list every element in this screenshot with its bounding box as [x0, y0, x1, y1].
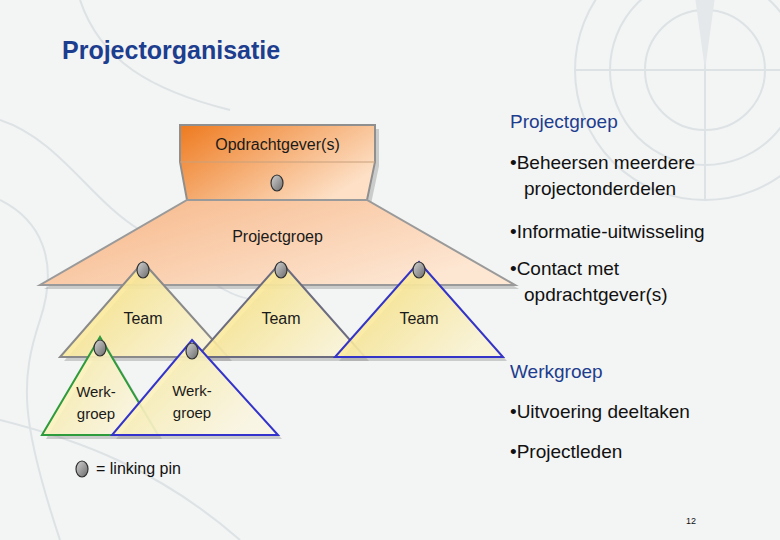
- bullet-item: •Informatie-uitwisseling: [510, 219, 772, 245]
- shape-body: [40, 200, 515, 285]
- linking-pin: [94, 340, 106, 356]
- linking-pin: [271, 175, 283, 191]
- shape-body: [180, 125, 375, 200]
- shape-body: [197, 262, 365, 357]
- label-wrap: •Projectleden: [510, 439, 772, 465]
- shape-body: [335, 262, 503, 357]
- slide-title: Projectorganisatie: [62, 36, 280, 65]
- legend: = linking pin: [74, 459, 181, 479]
- linking-pin: [275, 262, 287, 278]
- node-label: Opdrachtgever(s): [185, 134, 370, 156]
- bullet-item: •Contact met opdrachtgever(s): [510, 256, 710, 308]
- legend-text: = linking pin: [96, 460, 181, 478]
- node-label: Team: [379, 308, 459, 330]
- bullet-item: •Uitvoering deeltaken: [510, 399, 772, 425]
- node-label: Team: [103, 308, 183, 330]
- node-label: Werk- groep: [162, 380, 222, 424]
- section-heading: Werkgroep: [510, 361, 760, 383]
- node-label: Projectgroep: [198, 226, 358, 248]
- title-wrap: Projectorganisatie: [62, 36, 280, 65]
- legend-pin-sample: [74, 459, 90, 479]
- page-number: 12: [686, 516, 716, 526]
- linking-pin: [137, 262, 149, 278]
- node-label: Werk- groep: [68, 381, 124, 425]
- label-wrap: •Contact met opdrachtgever(s): [510, 256, 710, 308]
- linking-pin: [186, 343, 198, 359]
- label-wrap: •Informatie-uitwisseling: [510, 219, 772, 245]
- label-wrap: •Beheersen meerdere projectonderdelen: [510, 150, 742, 202]
- shape-body: [112, 340, 278, 435]
- bullet-item: •Beheersen meerdere projectonderdelen: [510, 150, 742, 202]
- linking-pin: [413, 262, 425, 278]
- label-wrap: •Uitvoering deeltaken: [510, 399, 772, 425]
- legend-item: = linking pin: [74, 459, 181, 479]
- label-wrap: Projectgroep: [510, 111, 760, 133]
- label-wrap: Werkgroep: [510, 361, 760, 383]
- section-heading: Projectgroep: [510, 111, 760, 133]
- bullet-item: •Projectleden: [510, 439, 772, 465]
- shape-body: [60, 262, 228, 357]
- header-divider: [180, 162, 375, 163]
- label-wrap: 12: [686, 516, 716, 526]
- node-label: Team: [241, 308, 321, 330]
